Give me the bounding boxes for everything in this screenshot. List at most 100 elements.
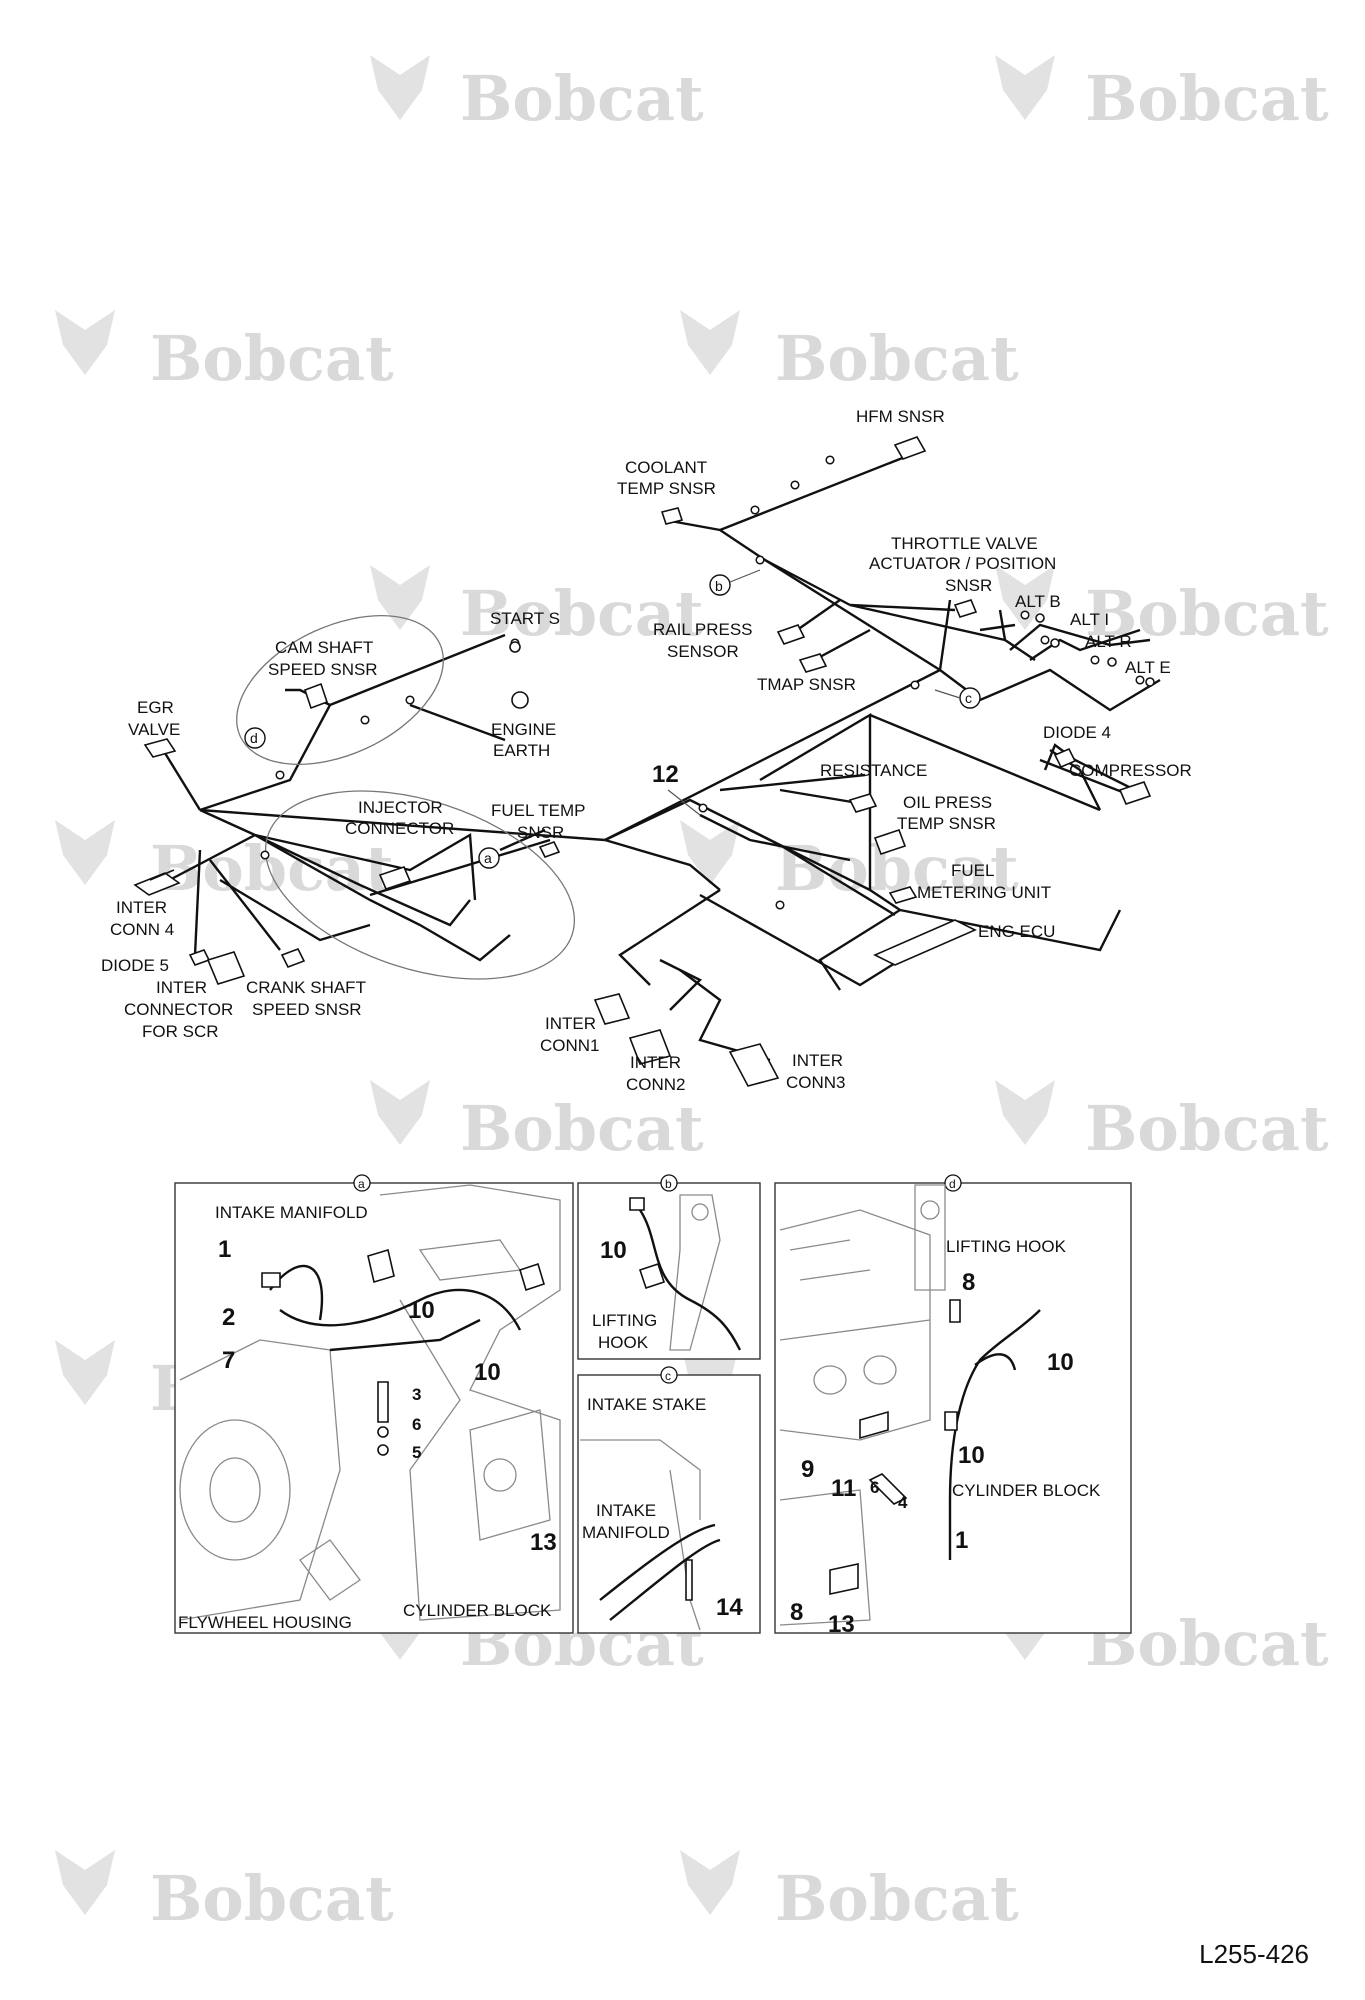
harness-labels: HFM SNSR COOLANT TEMP SNSR THROTTLE VALV… bbox=[101, 407, 1192, 1094]
panel-d-callout-8a: 8 bbox=[962, 1269, 975, 1296]
crank-connector bbox=[280, 947, 306, 969]
label-coolant-1: COOLANT bbox=[625, 458, 707, 477]
label-diode-4: DIODE 4 bbox=[1043, 723, 1111, 742]
detail-panel-a: a INTAKE MANIFOLD FLYWHEEL HOUSING CYLIN… bbox=[174, 1174, 574, 1634]
label-rail-press-2: SENSOR bbox=[667, 642, 739, 661]
panel-a-callout-1: 1 bbox=[218, 1236, 231, 1263]
label-alt-b: ALT B bbox=[1015, 592, 1061, 611]
detail-panel-c: c INTAKE STAKE INTAKE MANIFOLD 14 bbox=[577, 1366, 761, 1634]
label-inter-conn3-2: CONN3 bbox=[786, 1073, 846, 1092]
start-s-terminal bbox=[509, 641, 521, 653]
document-number: L255-426 bbox=[1199, 1939, 1309, 1969]
diode-4-connector bbox=[1053, 747, 1077, 769]
alt-e-terminal bbox=[1145, 677, 1155, 687]
tag-b: b bbox=[715, 578, 723, 594]
watermark-text: Bobcat bbox=[460, 62, 704, 135]
label-inter-scr-2: CONNECTOR bbox=[124, 1000, 233, 1019]
label-eng-ecu: ENG ECU bbox=[978, 922, 1055, 941]
label-compressor: COMPRESSOR bbox=[1069, 761, 1192, 780]
compressor-connector bbox=[1118, 781, 1152, 805]
panel-a-intake-manifold: INTAKE MANIFOLD bbox=[215, 1203, 368, 1222]
detail-panel-d: d LIFTING HOOK CYLINDER BLOCK 8 10 10 9 … bbox=[774, 1174, 1132, 1638]
label-rail-press-1: RAIL PRESS bbox=[653, 620, 753, 639]
panel-a-callout-5: 5 bbox=[412, 1443, 421, 1462]
inter-conn1-connector bbox=[593, 993, 631, 1025]
throttle-connector bbox=[953, 599, 978, 618]
panel-c-tag: c bbox=[665, 1369, 671, 1383]
panel-a-flywheel-housing: FLYWHEEL HOUSING bbox=[178, 1613, 352, 1632]
eng-ecu-connector bbox=[873, 919, 977, 966]
watermark-text: Bobcat bbox=[460, 1092, 704, 1165]
label-fuel-temp-1: FUEL TEMP bbox=[491, 801, 585, 820]
tag-a: a bbox=[484, 850, 492, 866]
watermark: Bobcat bbox=[680, 1850, 1019, 1935]
label-inter-scr-1: INTER bbox=[156, 978, 207, 997]
panel-c-intake-stake: INTAKE STAKE bbox=[587, 1395, 706, 1414]
label-inter-conn3-1: INTER bbox=[792, 1051, 843, 1070]
watermark-text: Bobcat bbox=[1085, 1092, 1329, 1165]
engine-earth-terminal bbox=[511, 691, 529, 709]
label-tmap: TMAP SNSR bbox=[757, 675, 856, 694]
label-inter-conn1-1: INTER bbox=[545, 1014, 596, 1033]
alt-b-terminal bbox=[1035, 613, 1045, 623]
panel-a-callout-13: 13 bbox=[530, 1529, 557, 1556]
cam-shaft-connector bbox=[303, 682, 329, 710]
panel-d-callout-4: 4 bbox=[898, 1493, 908, 1512]
coolant-connector bbox=[660, 507, 684, 525]
rail-press-connector bbox=[776, 624, 806, 645]
callout-12: 12 bbox=[652, 761, 679, 788]
tag-d: d bbox=[250, 730, 258, 746]
panel-b-callout-10: 10 bbox=[600, 1237, 627, 1264]
tag-c: c bbox=[965, 690, 972, 706]
panel-d-callout-8b: 8 bbox=[790, 1599, 803, 1626]
label-fuel-meter-2: METERING UNIT bbox=[917, 883, 1051, 902]
label-cam-2: SPEED SNSR bbox=[268, 660, 378, 679]
panel-a-callout-10b: 10 bbox=[474, 1359, 501, 1386]
resistance-connector bbox=[848, 793, 878, 813]
watermark-text: Bobcat bbox=[1085, 62, 1329, 135]
panel-d-tag: d bbox=[949, 1177, 956, 1191]
panel-c-callout-14: 14 bbox=[716, 1594, 743, 1621]
inter-scr-connector bbox=[206, 951, 246, 985]
label-start-s: START S bbox=[490, 609, 560, 628]
label-egr-2: VALVE bbox=[128, 720, 180, 739]
label-hfm-snsr: HFM SNSR bbox=[856, 407, 945, 426]
watermark: Bobcat bbox=[995, 1080, 1329, 1165]
watermark-text: Bobcat bbox=[775, 322, 1019, 395]
watermark-text: Bobcat bbox=[1085, 577, 1329, 650]
tmap-connector bbox=[798, 653, 828, 673]
diode-5-connector bbox=[188, 949, 211, 966]
watermark: Bobcat bbox=[55, 820, 394, 905]
panel-d-lifting-hook: LIFTING HOOK bbox=[946, 1237, 1067, 1256]
label-inter-conn2-1: INTER bbox=[630, 1053, 681, 1072]
label-fuel-temp-2: SNSR bbox=[517, 823, 564, 842]
panel-a-callout-10a: 10 bbox=[408, 1297, 435, 1324]
label-crank-2: SPEED SNSR bbox=[252, 1000, 362, 1019]
splice-points bbox=[260, 455, 1145, 910]
harness-detail-tags: b c d a bbox=[244, 569, 981, 869]
fuel-temp-connector bbox=[538, 841, 561, 858]
panel-d-callout-13: 13 bbox=[828, 1611, 855, 1638]
inter-conn2-connector bbox=[628, 1029, 672, 1065]
label-diode-5: DIODE 5 bbox=[101, 956, 169, 975]
label-inter-scr-3: FOR SCR bbox=[142, 1022, 219, 1041]
panel-a-callout-3: 3 bbox=[412, 1385, 421, 1404]
oil-press-connector bbox=[873, 828, 907, 856]
label-fuel-meter-1: FUEL bbox=[951, 861, 994, 880]
label-injector-2: CONNECTOR bbox=[345, 819, 454, 838]
watermark: Bobcat bbox=[995, 55, 1329, 135]
label-alt-r: ALT R bbox=[1085, 632, 1132, 651]
label-inter-conn1-2: CONN1 bbox=[540, 1036, 600, 1055]
fuel-metering-connector bbox=[888, 886, 918, 904]
watermark: Bobcat bbox=[55, 310, 394, 395]
label-alt-e: ALT E bbox=[1125, 658, 1171, 677]
label-inter-conn2-2: CONN2 bbox=[626, 1075, 686, 1094]
panel-a-callout-6: 6 bbox=[412, 1415, 421, 1434]
watermark-text: Bobcat bbox=[150, 1862, 394, 1935]
label-throttle-2: ACTUATOR / POSITION bbox=[869, 554, 1056, 573]
label-inter-conn4-1: INTER bbox=[116, 898, 167, 917]
panel-a-callout-2: 2 bbox=[222, 1304, 235, 1331]
label-engine-2: EARTH bbox=[493, 741, 550, 760]
detail-panel-b: b 10 LIFTING HOOK bbox=[577, 1174, 761, 1360]
